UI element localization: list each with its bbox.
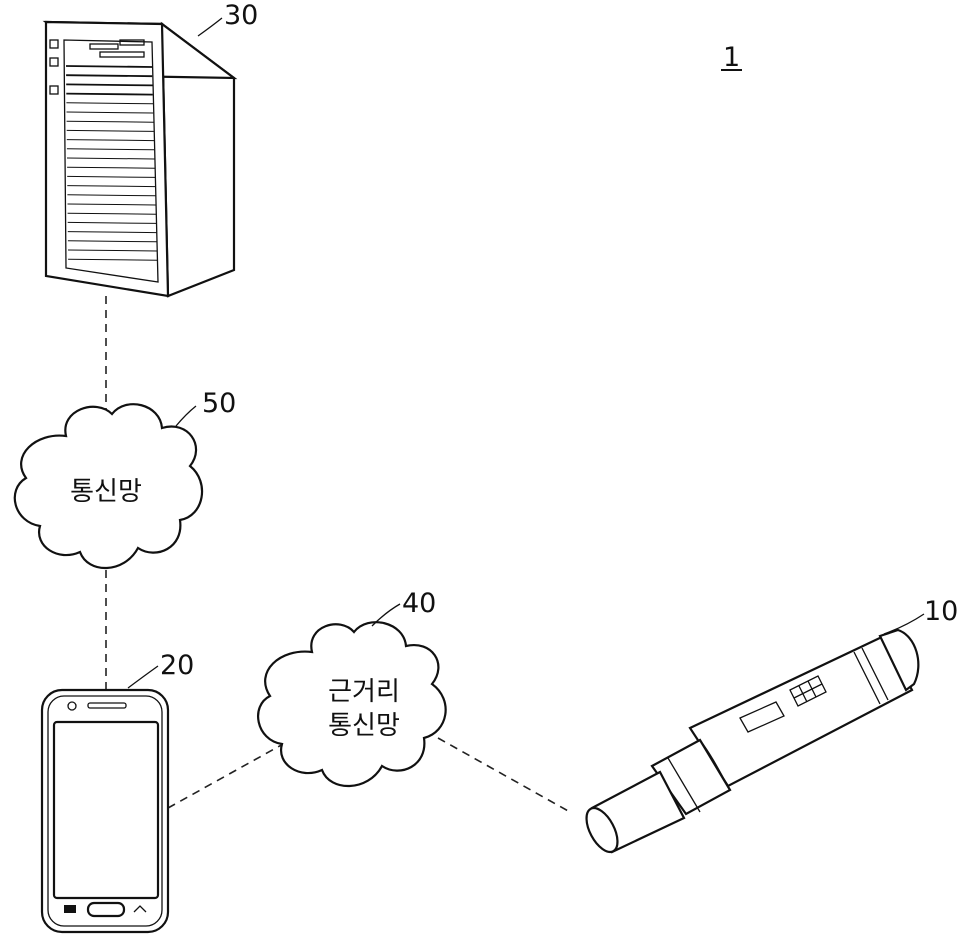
server-vent-line [67, 185, 156, 188]
link-phone-shortrange [167, 737, 295, 809]
short-range-leader [371, 603, 401, 627]
server-vent-line [66, 129, 154, 132]
phone-leader [127, 665, 159, 689]
server-ref: 30 [224, 0, 258, 31]
server-vent-line [67, 221, 157, 224]
device-ref: 10 [924, 596, 958, 627]
phone-ref: 20 [160, 650, 194, 681]
server-vent-line [66, 102, 154, 105]
short-range-ref: 40 [402, 588, 436, 619]
server-vent-line [66, 92, 153, 96]
server-vent-line [66, 120, 154, 123]
smartphone-icon [40, 688, 170, 934]
server-icon [42, 17, 238, 298]
server-vent-line [66, 83, 153, 87]
server-vent-line [67, 203, 156, 206]
network-label: 통신망 [70, 477, 142, 507]
aerosol-device-icon [585, 628, 920, 854]
server-vent-line [67, 175, 156, 178]
server-vent-line [67, 240, 157, 243]
server-vents [65, 65, 158, 261]
server-vent-line [65, 65, 153, 68]
server-vent-line [67, 212, 157, 215]
server-leader [197, 17, 223, 37]
server-vent-line [66, 148, 155, 151]
figure-number: 1 [723, 42, 740, 73]
server-vent-line [66, 74, 153, 78]
short-range-cloud-icon [257, 621, 447, 788]
device-leader [883, 613, 925, 635]
server-vent-line [67, 249, 158, 252]
network-leader [175, 405, 197, 427]
server-vent-line [68, 258, 158, 261]
server-vent-line [66, 157, 155, 160]
server-vent-line [67, 231, 157, 234]
server-vent-line [66, 111, 154, 114]
network-cloud-icon [13, 403, 204, 570]
short-range-label-line2: 통신망 [328, 711, 400, 741]
server-vent-line [67, 194, 156, 197]
server-vent-line [67, 166, 155, 169]
link-shortrange-device [437, 737, 571, 813]
short-range-label-line1: 근거리 [328, 677, 400, 707]
server-vent-line [66, 139, 155, 142]
network-ref: 50 [202, 388, 236, 419]
